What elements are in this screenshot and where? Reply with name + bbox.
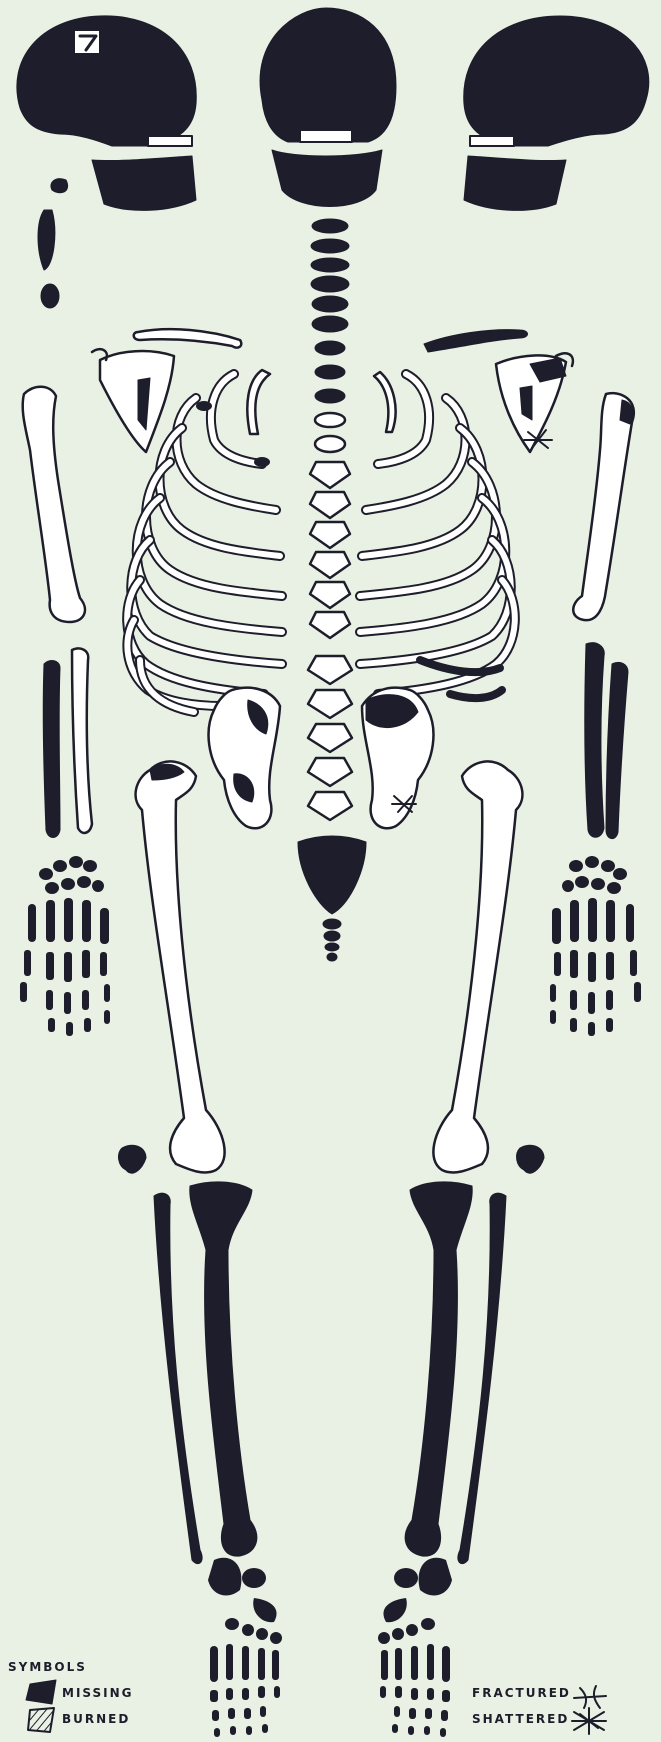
fibula-left — [458, 1193, 506, 1563]
clavicle-right — [134, 329, 242, 347]
humerus-right — [23, 387, 85, 622]
scapula-right — [92, 349, 174, 452]
femur-right — [136, 761, 225, 1172]
patella-left — [517, 1145, 544, 1173]
femur-left — [433, 761, 522, 1172]
tibia-right — [190, 1182, 257, 1556]
patella-right — [119, 1145, 146, 1173]
fibula-right — [154, 1193, 202, 1563]
vertebral-column — [308, 219, 352, 820]
legend-label-missing: MISSING — [62, 1686, 134, 1700]
forearm-left — [585, 643, 628, 839]
tibia-left — [405, 1182, 472, 1556]
fractured-symbol-icon — [574, 1686, 606, 1708]
burned-symbol-icon — [28, 1708, 54, 1732]
skull-frontal — [260, 8, 396, 207]
ribcage-left — [360, 372, 515, 698]
hand-right — [20, 856, 110, 1036]
shattered-symbol-icon — [572, 1708, 606, 1734]
humerus-left — [573, 393, 634, 620]
coccyx — [323, 919, 341, 961]
legend-label-fractured: FRACTURED — [472, 1686, 571, 1700]
skull-left-lateral — [17, 16, 196, 308]
legend-title: SYMBOLS — [8, 1660, 87, 1674]
skull-right-lateral — [464, 16, 649, 210]
foot-left — [378, 1558, 452, 1737]
scapula-left — [496, 353, 573, 452]
forearm-right — [43, 648, 92, 837]
legend-label-shattered: SHATTERED — [472, 1712, 569, 1726]
os-coxae-left — [362, 688, 433, 829]
legend-label-burned: BURNED — [62, 1712, 130, 1726]
missing-symbol-icon — [26, 1680, 56, 1704]
foot-right — [208, 1558, 282, 1737]
os-coxae-right — [209, 688, 280, 829]
sacrum — [298, 836, 366, 914]
hand-left — [550, 856, 641, 1036]
clavicle-left — [424, 330, 528, 352]
